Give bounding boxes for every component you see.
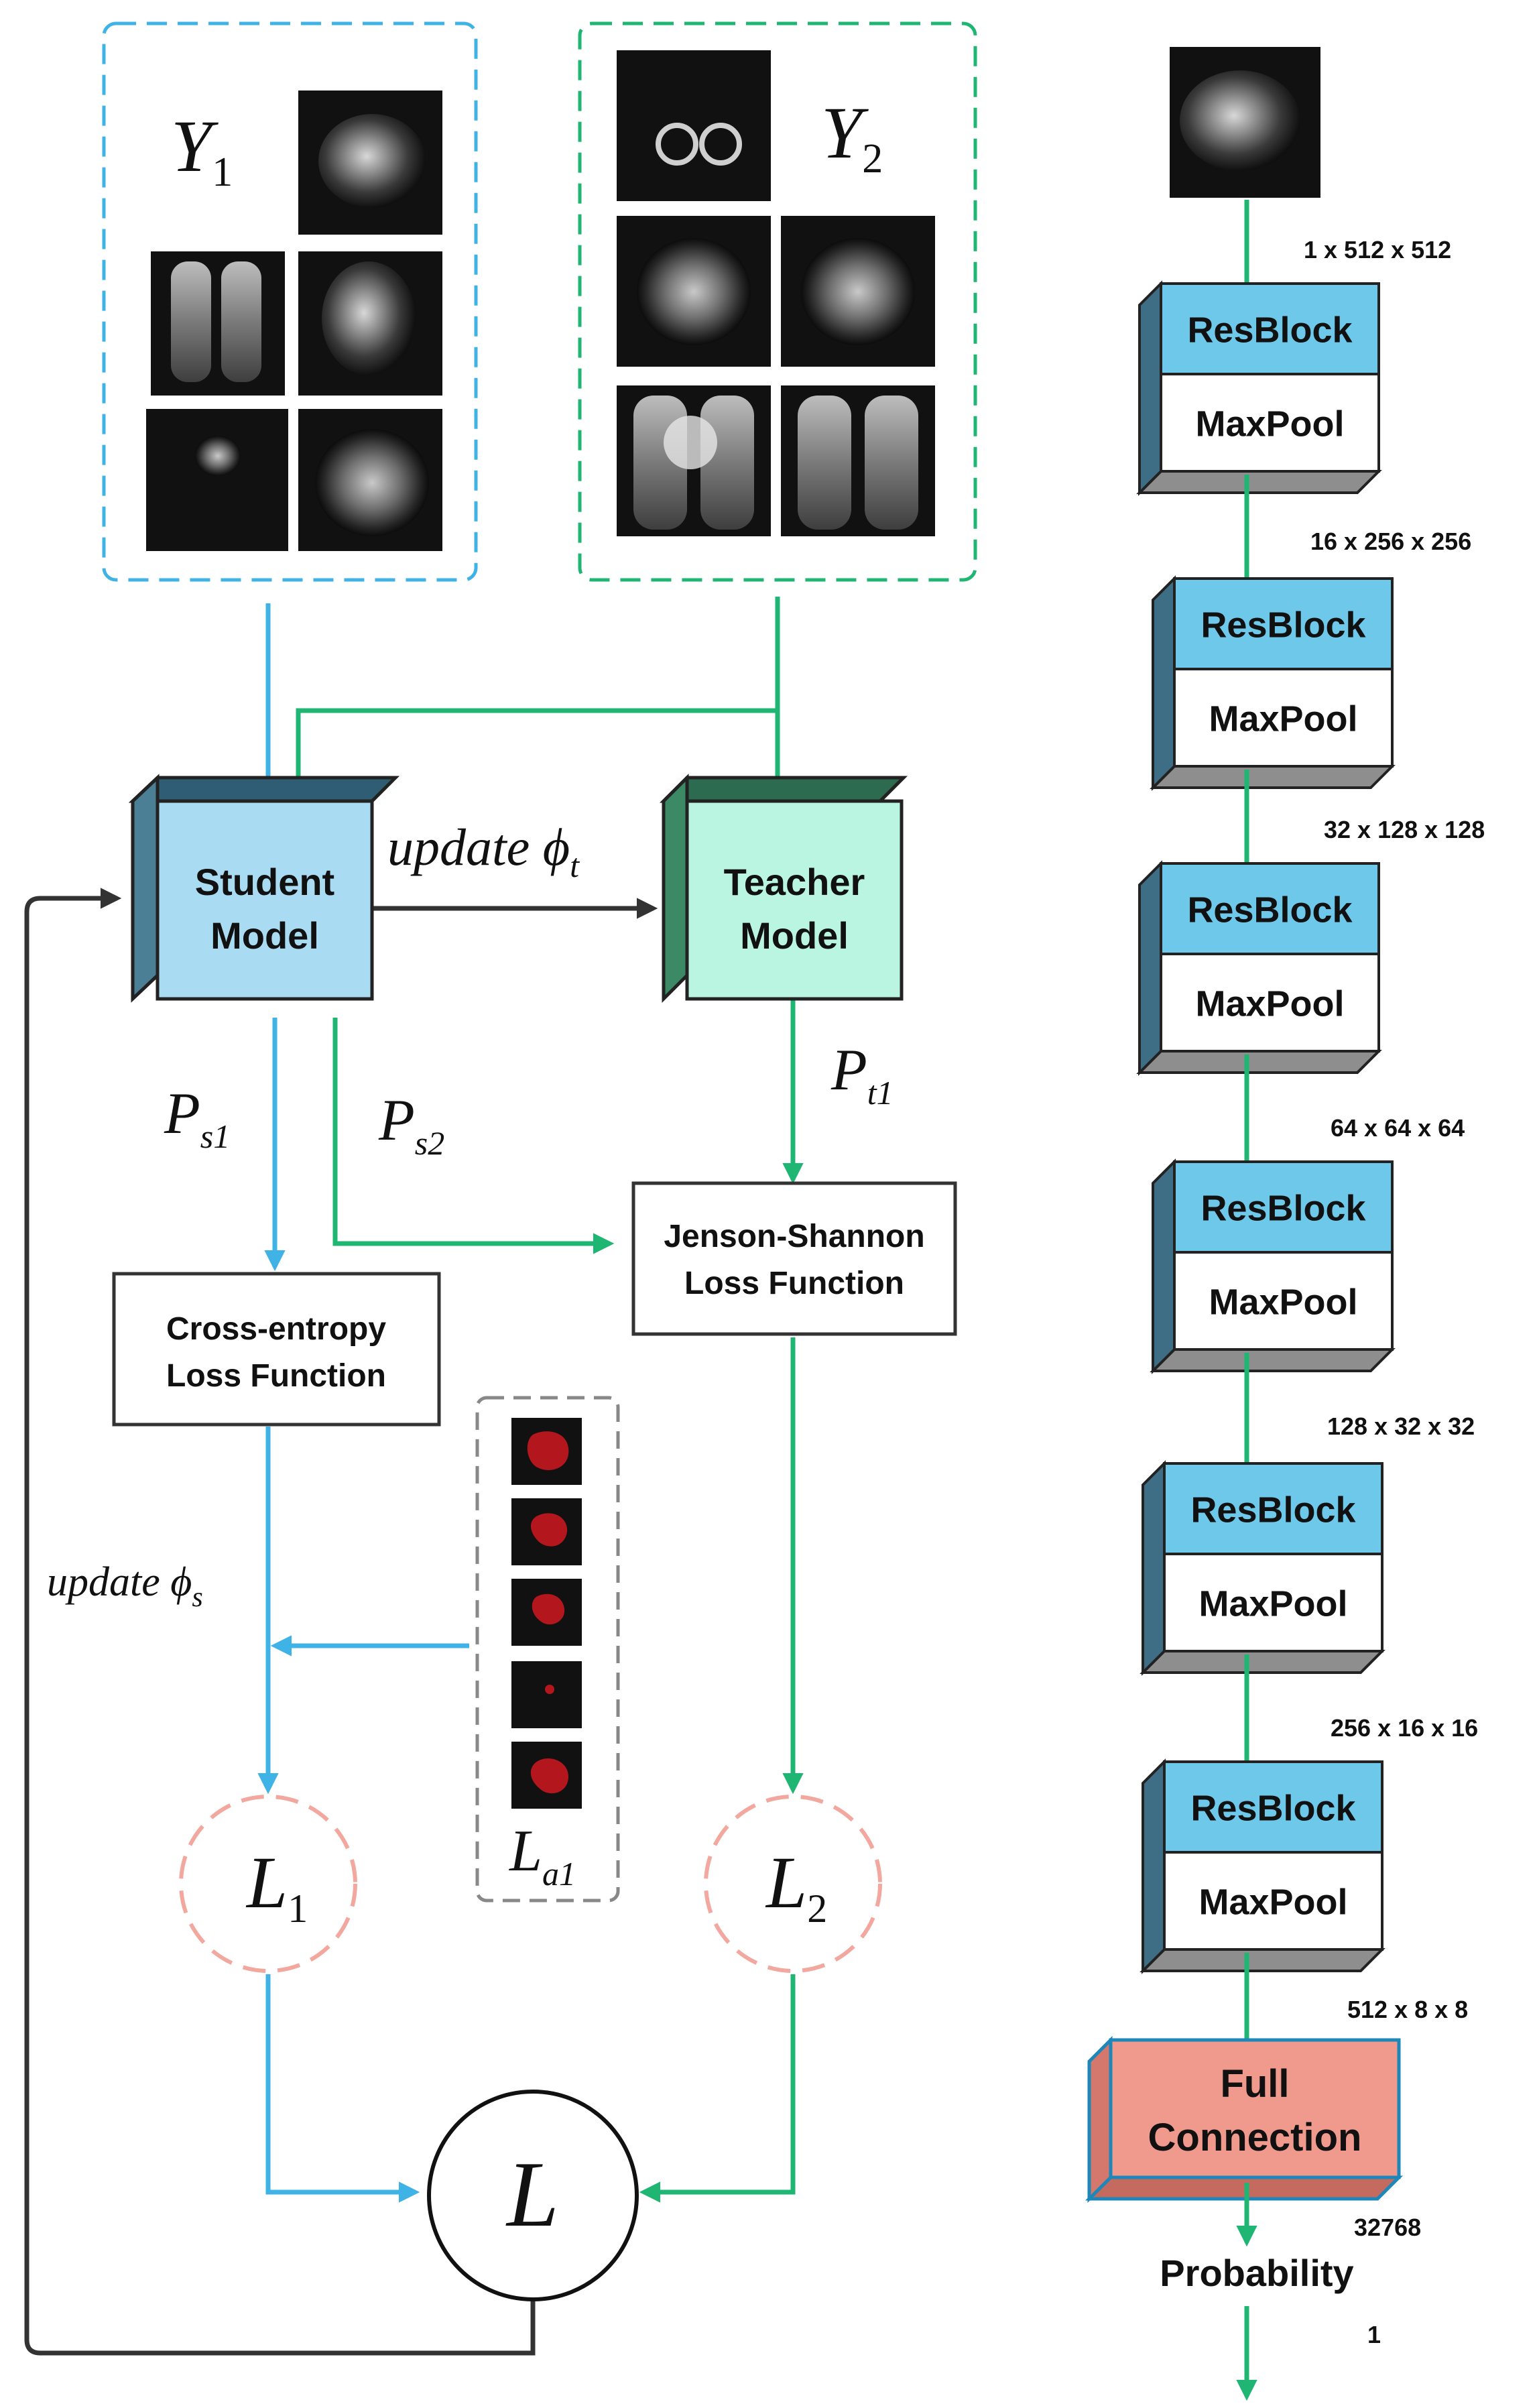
student-model-line2: Model bbox=[210, 914, 319, 957]
full-connection-line2: Connection bbox=[1148, 2116, 1362, 2159]
arrow-y2-to-student bbox=[288, 708, 778, 799]
dimension-label: 16 x 256 x 256 bbox=[1310, 528, 1471, 555]
ps1-label: Ps1 bbox=[164, 1081, 230, 1155]
l1-label: L1 bbox=[245, 1842, 308, 1931]
maxpool-label: MaxPool bbox=[1198, 1584, 1347, 1624]
student-model-line1: Student bbox=[195, 861, 334, 903]
mri-thumbnail bbox=[617, 385, 771, 536]
arrow-ps2 bbox=[332, 1018, 615, 1254]
update-phi-t-label: update ϕt bbox=[387, 818, 580, 884]
teacher-model: Teacher Model bbox=[659, 773, 908, 1004]
arrow-feedback-loop bbox=[24, 888, 536, 2356]
resblock-box bbox=[1173, 1160, 1394, 1254]
jenson-shannon-loss-box: Jenson-Shannon Loss Function bbox=[631, 1181, 957, 1336]
resblock-label: ResBlock bbox=[1190, 1789, 1356, 1829]
resblock-box bbox=[1173, 577, 1394, 670]
resblock-label: ResBlock bbox=[1190, 1490, 1356, 1530]
mask-thumbnail bbox=[511, 1579, 582, 1646]
maxpool-box bbox=[1163, 1553, 1383, 1652]
flow-arrows bbox=[24, 597, 804, 2356]
l2-label: L2 bbox=[765, 1842, 827, 1931]
teacher-model-line2: Model bbox=[740, 914, 849, 957]
output-dimension-label: 1 bbox=[1367, 2321, 1381, 2348]
total-loss-node: L bbox=[427, 2090, 639, 2301]
mri-thumbnail bbox=[781, 385, 935, 536]
network-input-image bbox=[1170, 47, 1320, 198]
jenson-shannon-line1: Jenson-Shannon bbox=[664, 1219, 924, 1254]
la1-label: La1 bbox=[508, 1819, 576, 1892]
y1-image-group: Y1 bbox=[102, 21, 478, 582]
dimension-label: 1 x 512 x 512 bbox=[1304, 236, 1451, 263]
probability-label: Probability bbox=[1160, 2252, 1353, 2294]
l1-loss-node: L1 bbox=[179, 1795, 357, 1973]
cross-entropy-loss-box: Cross-entropy Loss Function bbox=[112, 1272, 441, 1427]
resblock-label: ResBlock bbox=[1187, 310, 1353, 351]
mri-thumbnail bbox=[298, 409, 442, 551]
update-phi-s-label: update ϕs bbox=[47, 1559, 203, 1613]
mask-thumbnail bbox=[511, 1661, 582, 1728]
resblock-label: ResBlock bbox=[1201, 605, 1366, 646]
network-architecture: ResBlockMaxPoolResBlockMaxPoolResBlockMa… bbox=[1085, 200, 1485, 2401]
y2-label: Y2 bbox=[821, 92, 883, 182]
maxpool-box bbox=[1160, 953, 1380, 1052]
ps2-label: Ps2 bbox=[378, 1088, 444, 1162]
dimension-label: 512 x 8 x 8 bbox=[1347, 1996, 1468, 2023]
cross-entropy-line2: Loss Function bbox=[166, 1358, 386, 1394]
l2-loss-node: L2 bbox=[704, 1795, 882, 1973]
y2-group-border bbox=[578, 21, 977, 582]
total-loss-label: L bbox=[505, 2143, 559, 2246]
teacher-model-line1: Teacher bbox=[724, 861, 865, 903]
dimension-label: 128 x 32 x 32 bbox=[1327, 1412, 1475, 1440]
mri-thumbnail bbox=[617, 216, 771, 367]
student-model: Student Model bbox=[128, 774, 400, 1003]
mri-thumbnail bbox=[298, 91, 442, 235]
maxpool-label: MaxPool bbox=[1209, 699, 1357, 739]
resblock-box bbox=[1160, 282, 1380, 375]
maxpool-box bbox=[1173, 1251, 1394, 1351]
maxpool-box bbox=[1160, 373, 1380, 473]
mask-thumbnail bbox=[511, 1498, 582, 1565]
resblock-label: ResBlock bbox=[1201, 1189, 1366, 1229]
mask-thumbnail bbox=[511, 1742, 582, 1809]
mri-thumbnail bbox=[298, 251, 442, 396]
maxpool-label: MaxPool bbox=[1209, 1282, 1357, 1323]
fc-dimension-label: 32768 bbox=[1354, 2214, 1421, 2241]
mri-thumbnail bbox=[617, 50, 771, 201]
y1-group-border bbox=[102, 21, 478, 582]
dimension-label: 64 x 64 x 64 bbox=[1331, 1114, 1465, 1142]
pt1-label: Pt1 bbox=[830, 1038, 894, 1111]
maxpool-box bbox=[1163, 1851, 1383, 1951]
mri-thumbnail bbox=[151, 251, 285, 396]
maxpool-label: MaxPool bbox=[1198, 1882, 1347, 1923]
arrow-l1-to-l bbox=[265, 1974, 420, 2203]
y2-image-group: Y2 bbox=[578, 21, 977, 582]
resblock-box bbox=[1160, 862, 1380, 955]
maxpool-box bbox=[1173, 668, 1394, 768]
la1-mask-group: La1 bbox=[475, 1396, 620, 1903]
dimension-label: 256 x 16 x 16 bbox=[1331, 1714, 1478, 1742]
arrow-l2-to-l bbox=[639, 1974, 796, 2203]
maxpool-label: MaxPool bbox=[1195, 404, 1344, 444]
y1-label: Y1 bbox=[171, 105, 233, 195]
cross-entropy-line1: Cross-entropy bbox=[166, 1311, 386, 1347]
resblock-box bbox=[1163, 1462, 1383, 1555]
dimension-label: 32 x 128 x 128 bbox=[1324, 816, 1485, 843]
maxpool-label: MaxPool bbox=[1195, 984, 1344, 1024]
mri-thumbnail bbox=[781, 216, 935, 367]
mask-thumbnail bbox=[511, 1418, 582, 1485]
full-connection-line1: Full bbox=[1220, 2062, 1289, 2106]
jenson-shannon-line2: Loss Function bbox=[684, 1266, 904, 1301]
mri-thumbnail bbox=[146, 409, 288, 551]
resblock-label: ResBlock bbox=[1187, 890, 1353, 930]
